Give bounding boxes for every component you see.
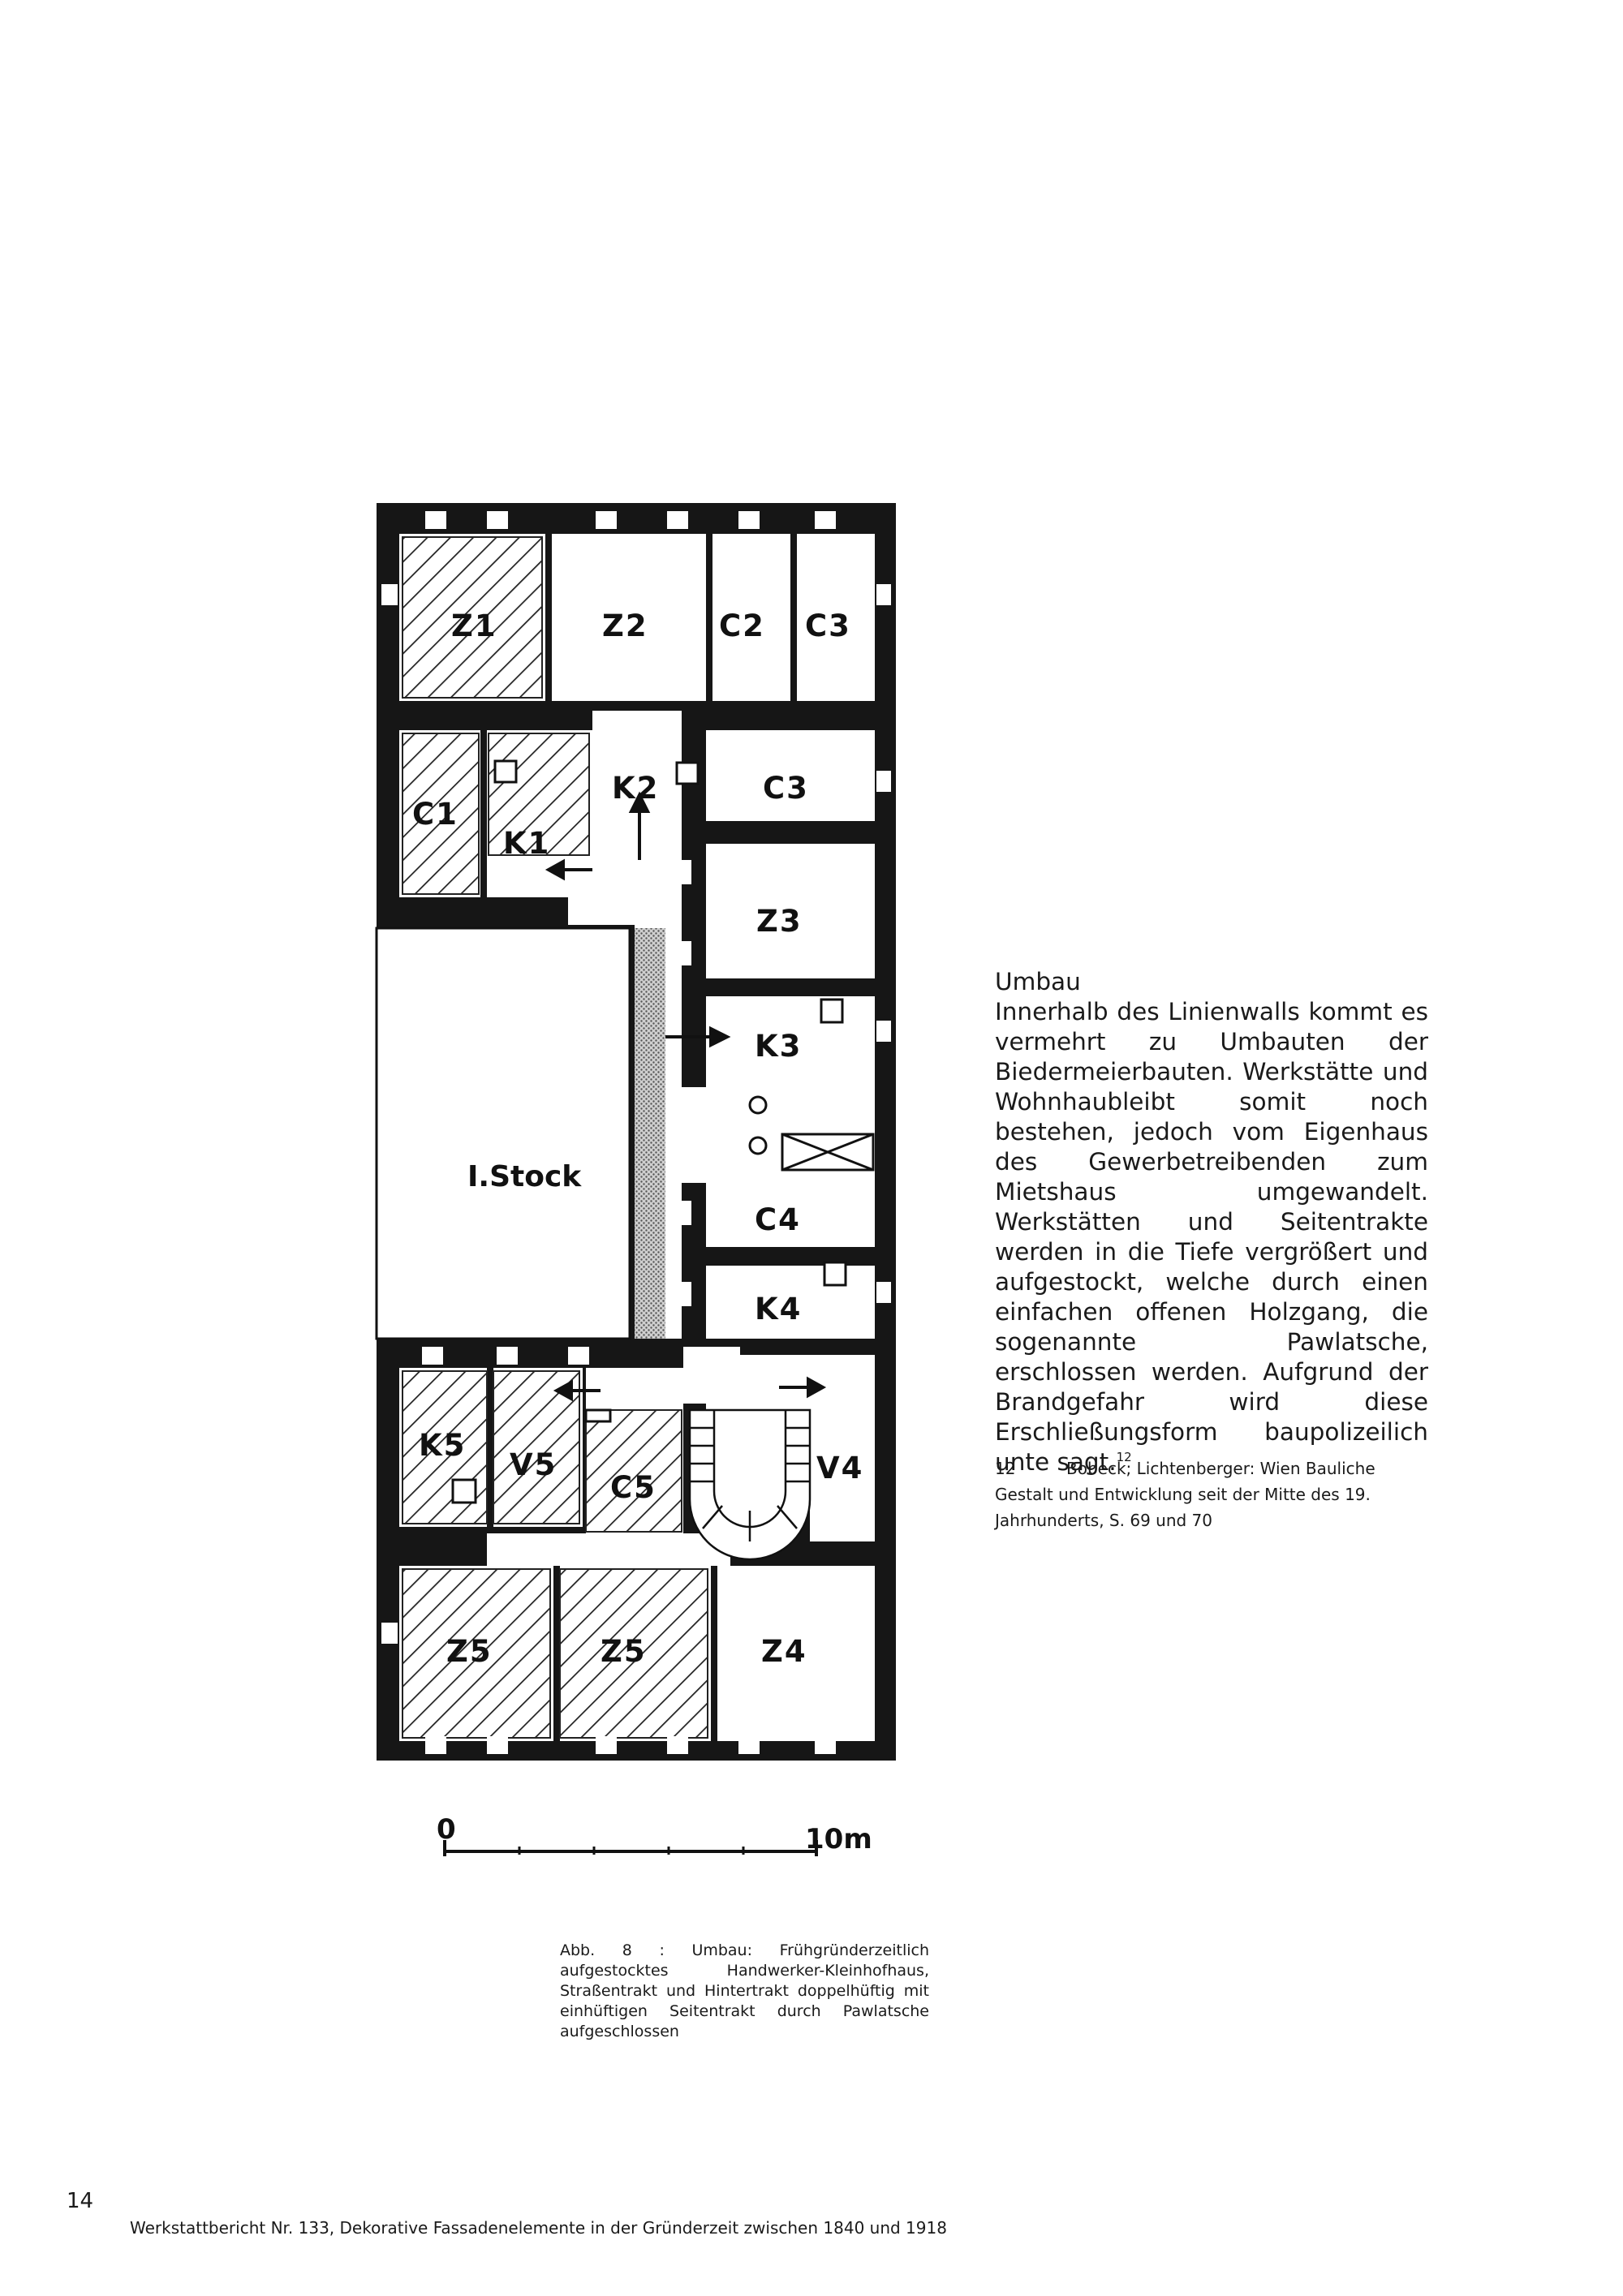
spiral-stair [688, 1408, 812, 1561]
room-label: C2 [719, 608, 765, 643]
pawlatsche-walkway [635, 928, 665, 1339]
crossed-void [781, 1133, 875, 1172]
article-body-text: Innerhalb des Linienwalls kommt es verme… [995, 998, 1428, 1476]
room-label: K2 [612, 771, 659, 806]
footnote-reference: 12 [1116, 1450, 1132, 1465]
scale-end-label: 10m [805, 1823, 872, 1855]
scale-start-label: 0 [437, 1813, 456, 1846]
room-label: Z5 [446, 1634, 493, 1669]
room-label: Z4 [761, 1634, 807, 1669]
arrows [545, 791, 827, 1402]
figure-caption: Abb. 8 : Umbau: Frühgründerzeitlich aufg… [560, 1941, 929, 2040]
room-label: V5 [510, 1447, 557, 1482]
courtyard [375, 927, 631, 1340]
page-number: 14 [67, 2189, 94, 2213]
article-text: Umbau Innerhalb des Linienwalls kommt es… [995, 967, 1428, 1477]
scale-bar: 0 10m [437, 1813, 872, 1856]
hatched-rooms [402, 536, 708, 1739]
room-label: Z1 [451, 608, 497, 643]
room-label: C1 [412, 797, 458, 832]
footnote-text: Bobeck; Lichtenberger: Wien Bauliche Ges… [995, 1459, 1375, 1530]
courtyard-label: I.Stock [467, 1160, 582, 1193]
fixtures [451, 759, 847, 1504]
room-label: C5 [610, 1470, 657, 1505]
room-label: Z3 [756, 904, 803, 939]
room-label: V4 [816, 1451, 863, 1486]
article-body: Innerhalb des Linienwalls kommt es verme… [995, 997, 1428, 1477]
windows [381, 511, 891, 1754]
room-label: K1 [503, 826, 550, 861]
section-heading: Umbau [995, 968, 1081, 995]
room-label: K5 [419, 1428, 466, 1463]
room-label: K4 [755, 1292, 802, 1326]
room-label: Z2 [602, 608, 648, 643]
room-label: C3 [805, 608, 851, 643]
room-labels: Z1 Z2 C2 C3 C1 K1 K2 C3 Z3 K3 C4 K4 K5 V… [412, 608, 863, 1669]
room-label: C3 [763, 771, 809, 806]
footnote-number: 12 [995, 1459, 1016, 1478]
room-label: Z5 [601, 1634, 647, 1669]
room-label: K3 [755, 1029, 802, 1064]
page-footer: Werkstattbericht Nr. 133, Dekorative Fas… [130, 2218, 947, 2238]
room-label: C4 [755, 1202, 801, 1237]
